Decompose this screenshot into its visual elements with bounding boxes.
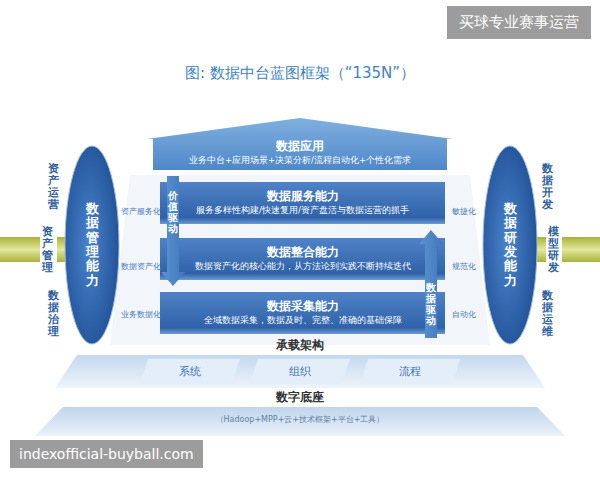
drive-arrow: 数据驱动 (422, 230, 440, 338)
side-label: 数据开发 (542, 163, 553, 211)
seg-shape (360, 359, 460, 384)
side-label: 模型研发 (548, 226, 559, 274)
capability-ellipse: 数据管理能力 (64, 145, 120, 345)
plat-shape (55, 355, 545, 388)
node-heading: 系统 (179, 364, 201, 379)
down-shape (161, 176, 185, 286)
band-shape (160, 292, 445, 334)
band-shape (160, 238, 445, 280)
ellipse-shape (65, 146, 119, 344)
watermark: indexofficial-buyball.com (10, 440, 203, 468)
node-heading: 组织 (289, 364, 311, 379)
band-shape (160, 182, 445, 224)
platform: 承载架构系统 组织 流程 (55, 338, 545, 388)
node-heading: 数据驱动 (426, 282, 436, 326)
capability-band: 数据采集能力全域数据采集，数据及时、完整、准确的基础保障 (160, 292, 445, 334)
up-shape (419, 230, 443, 338)
node-body: 数据资产化的核心能力，从方法论到实践不断持续迭代 (195, 260, 411, 273)
side-label: 数据运维 (542, 290, 553, 338)
capability-band: 数据整合能力数据资产化的核心能力，从方法论到实践不断持续迭代 (160, 238, 445, 280)
ellipse-shape (483, 146, 537, 344)
node-heading: 流程 (399, 364, 421, 379)
side-label: 数据治理 (48, 290, 59, 338)
capability-ellipse: 数据研发能力 (482, 145, 538, 345)
platform-segment: 流程 (360, 359, 460, 384)
watermark: 买球专业赛事运营 (447, 6, 591, 39)
roof-banner: 数据应用业务中台+应用场景+决策分析/流程自动化+个性化需求 (145, 116, 455, 170)
base-shape (35, 407, 565, 436)
roof-shape (147, 118, 453, 170)
node-heading: 价值驱动 (168, 190, 178, 234)
stage-label: 数据资产化 (121, 262, 161, 272)
drive-arrow: 价值驱动 (164, 176, 182, 286)
stage-label: 资产服务化 (121, 207, 161, 217)
stage-label: 规范化 (452, 262, 476, 272)
seg-shape (140, 359, 240, 384)
backdrop-shade (110, 175, 490, 345)
stage-label: 敏捷化 (452, 207, 476, 217)
axle-bar (0, 237, 40, 262)
node-body: （Hadoop+MPP+云+技术框架+平台+工具） (216, 414, 385, 425)
diagram-title: 图: 数据中台蓝图框架（“135N”） (0, 64, 600, 83)
node-heading: 数字底座 (276, 390, 324, 405)
node-heading: 承载架构 (276, 338, 324, 353)
node-heading: 数据整合能力 (267, 245, 339, 260)
capability-band: 数据服务能力服务多样性构建/快速复用/资产盘活与数据运营的抓手 (160, 182, 445, 224)
node-heading: 数据应用 (276, 139, 324, 154)
node-heading: 数据采集能力 (267, 299, 339, 314)
node-body: 业务中台+应用场景+决策分析/流程自动化+个性化需求 (189, 154, 411, 166)
foundation-base: 数字底座 （Hadoop+MPP+云+技术框架+平台+工具） (35, 390, 565, 436)
platform-segment: 系统 (140, 359, 240, 384)
node-heading: 数据服务能力 (267, 189, 339, 204)
side-label: 资产运营 (48, 163, 59, 211)
node-heading: 数据管理能力 (86, 202, 99, 288)
node-heading: 数据研发能力 (504, 202, 517, 288)
node-body: 全域数据采集，数据及时、完整、准确的基础保障 (204, 314, 402, 327)
platform-segment: 组织 (250, 359, 350, 384)
seg-shape (250, 359, 350, 384)
axle-bar (562, 237, 600, 262)
node-body: 服务多样性构建/快速复用/资产盘活与数据运营的抓手 (196, 204, 409, 217)
stage-label: 自动化 (452, 310, 476, 320)
side-label: 资产管理 (42, 226, 53, 274)
stage-label: 业务数据化 (121, 310, 161, 320)
